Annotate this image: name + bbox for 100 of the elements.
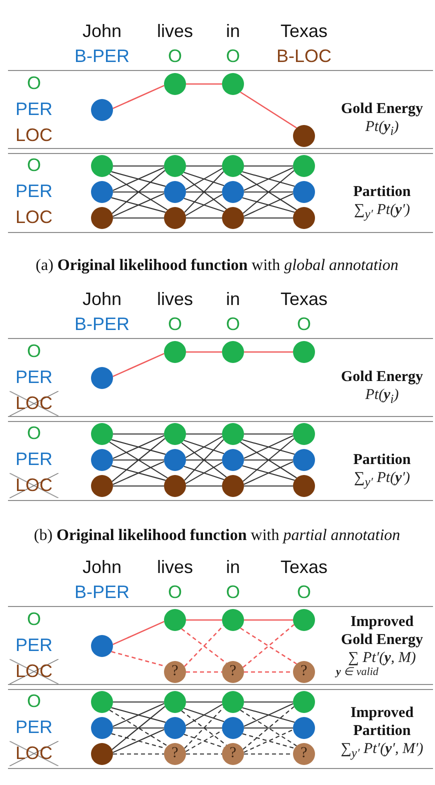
lattice-node (293, 608, 315, 630)
lattice-node (222, 154, 244, 176)
lattice-node (293, 448, 315, 470)
token-word: in (226, 22, 240, 42)
lattice-node (293, 422, 315, 444)
token-word: lives (157, 22, 193, 42)
connector-line (244, 459, 293, 461)
term-heading: Improved Partition (349, 704, 415, 740)
bio-tag: O (297, 315, 311, 335)
bio-tag: O (226, 315, 240, 335)
connector-line (112, 193, 164, 217)
lattice-node (222, 716, 244, 738)
connector-line (185, 704, 223, 726)
lattice-node (91, 366, 113, 388)
row-label: O (27, 74, 41, 94)
lattice-node (91, 474, 113, 496)
bio-tag: O (226, 583, 240, 603)
math-formula: ∑$_{y′}$ Pt′(y′, M′) (340, 740, 424, 762)
connector-line (186, 217, 222, 219)
lattice-node (293, 340, 315, 362)
math-formula: Pt(y$_{i}$) (365, 386, 399, 408)
bio-tag: B-LOC (276, 47, 332, 67)
lattice-panel (8, 70, 433, 148)
connector-line (184, 466, 224, 480)
lattice-node (164, 448, 186, 470)
connector-line (112, 620, 164, 646)
lattice-node (91, 690, 113, 712)
lattice-node (164, 716, 186, 738)
connector-line (185, 194, 223, 216)
bio-tag: O (168, 315, 182, 335)
connector-line (186, 459, 222, 461)
lattice-node (293, 154, 315, 176)
row-label: O (27, 156, 41, 176)
row-label: PER (16, 450, 52, 470)
token-word: Texas (280, 290, 328, 310)
connector-line (111, 465, 166, 481)
connector-line (244, 703, 294, 727)
row-label: O (27, 424, 41, 444)
lattice-node (91, 206, 113, 228)
math-formula: ∑$_{y′}$ Pt(y′) (354, 200, 410, 223)
connector-line (186, 753, 222, 755)
lattice-node (293, 474, 315, 496)
lattice-panel (8, 606, 433, 684)
bio-tag: B-PER (74, 47, 130, 67)
token-word: John (82, 558, 122, 578)
token-word: lives (157, 558, 193, 578)
lattice-node (164, 154, 186, 176)
connector-line (112, 167, 164, 191)
connector-line (185, 168, 223, 190)
connector-line (112, 84, 164, 110)
connector-line (113, 459, 164, 461)
connector-line (186, 727, 222, 729)
connector-line (240, 92, 297, 128)
row-label: PER (16, 368, 52, 388)
connector-line (186, 165, 222, 167)
connector-line (186, 83, 222, 85)
term-heading: Gold Energy (340, 100, 424, 118)
lattice-node (91, 180, 113, 202)
term-heading: Partition (353, 182, 411, 201)
connector-line (244, 433, 293, 435)
connector-line (113, 191, 164, 193)
connector-line (244, 165, 293, 167)
lattice-node: ? (164, 742, 186, 764)
lattice-node (293, 716, 315, 738)
connector-line (112, 352, 164, 378)
lattice-node (222, 690, 244, 712)
lattice-node (222, 340, 244, 362)
lattice-panel (8, 421, 433, 500)
token-word: John (82, 22, 122, 42)
bio-tag: B-PER (74, 583, 130, 603)
lattice-node (164, 608, 186, 630)
connector-line (242, 171, 295, 187)
connector-line (113, 433, 164, 435)
lattice-node (293, 124, 315, 146)
lattice-node: ? (293, 660, 315, 682)
math-formula: Pt(y$_{i}$) (365, 118, 399, 140)
connector-line (112, 461, 164, 485)
connector-line (184, 440, 224, 454)
token-word: Texas (280, 22, 328, 42)
connector-line (242, 439, 295, 455)
lattice-node: ? (222, 660, 244, 682)
connector-line (244, 167, 294, 191)
connector-line (244, 461, 294, 485)
connector-line (113, 165, 164, 167)
connector-line (112, 729, 164, 753)
token-word: in (226, 558, 240, 578)
bio-tag: B-PER (74, 315, 130, 335)
token-word: lives (157, 290, 193, 310)
connector-line (186, 433, 222, 435)
connector-line (242, 197, 295, 213)
connector-line (244, 619, 293, 621)
lattice-node (293, 690, 315, 712)
lattice-node (293, 180, 315, 202)
lattice-panel (8, 338, 433, 416)
formula-subscript: y ∈ valid (336, 666, 378, 678)
connector-line (186, 485, 222, 487)
connector-line (242, 465, 295, 481)
connector-line (113, 701, 164, 703)
connector-line (113, 727, 164, 729)
lattice-panel (8, 689, 433, 768)
